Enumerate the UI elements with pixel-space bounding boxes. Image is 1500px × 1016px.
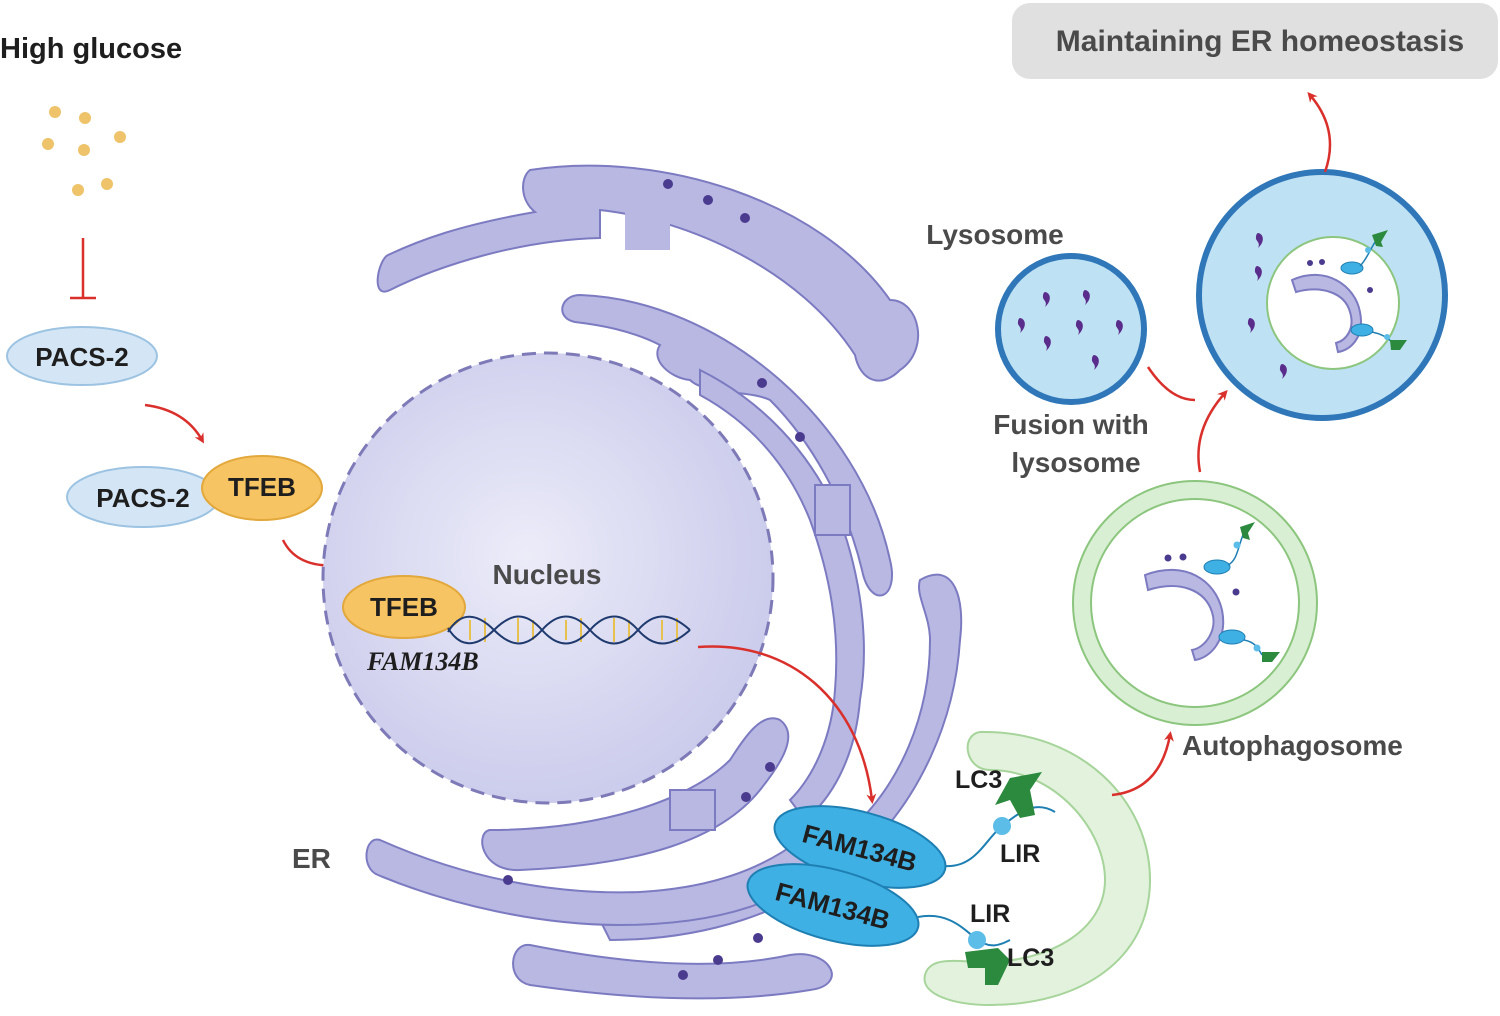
pacs2-protein: PACS-2 — [6, 326, 158, 386]
pacs2-label: PACS-2 — [35, 342, 128, 372]
pacs2-complex-label: PACS-2 — [96, 483, 189, 513]
fusion-label-line1: Fusion with — [993, 409, 1149, 440]
dna-helix — [447, 615, 691, 645]
er-label: ER — [292, 843, 331, 874]
nucleus: Nucleus TFEB FAM134B — [321, 351, 775, 805]
nucleus-label: Nucleus — [493, 559, 602, 590]
arrow-gene-to-fam134b — [697, 645, 877, 804]
high-glucose-label: High glucose — [0, 33, 182, 65]
phagophore-membrane — [923, 730, 1152, 1007]
fam134b-lower: FAM134B — [746, 863, 920, 947]
lc3-upper-protein — [995, 772, 1042, 818]
arrow-autophagosome-to-fusion — [1197, 390, 1228, 473]
arrow-to-outcome — [1307, 91, 1332, 173]
gene-label: FAM134B — [366, 647, 479, 676]
outcome-box: Maintaining ER homeostasis — [1012, 3, 1498, 79]
lir-upper-motif — [993, 817, 1011, 835]
lir-lower-motif — [968, 931, 986, 949]
glucose-particles — [42, 106, 126, 196]
autophagosome-label: Autophagosome — [1182, 730, 1403, 761]
lir-lower-label: LIR — [970, 900, 1010, 928]
arrow-lysosome-to-fusion — [1146, 366, 1196, 402]
tfeb-nuclear-protein — [342, 575, 466, 639]
fusion-label-line2: lysosome — [1011, 447, 1140, 478]
tfeb-nuclear-label: TFEB — [370, 592, 438, 622]
lc3-lower-protein — [965, 948, 1010, 985]
arrow-pacs2-to-complex — [144, 403, 204, 444]
arrow-to-autophagosome — [1111, 731, 1174, 797]
autolysosome — [1196, 169, 1448, 421]
tfeb-complex-protein — [201, 455, 323, 521]
lc3-upper-label: LC3 — [955, 766, 1002, 794]
tfeb-complex-label: TFEB — [228, 472, 296, 502]
lysosome — [995, 253, 1147, 405]
pacs2-tfeb-complex: PACS-2 TFEB — [66, 455, 323, 528]
lc3-lower-label: LC3 — [1007, 944, 1054, 972]
autophagosome — [1072, 480, 1318, 726]
lir-upper-label: LIR — [1000, 840, 1040, 868]
inhibition-bar — [70, 238, 96, 300]
outcome-label: Maintaining ER homeostasis — [1056, 25, 1464, 58]
lysosome-label: Lysosome — [926, 219, 1063, 250]
endoplasmic-reticulum — [365, 164, 963, 1000]
